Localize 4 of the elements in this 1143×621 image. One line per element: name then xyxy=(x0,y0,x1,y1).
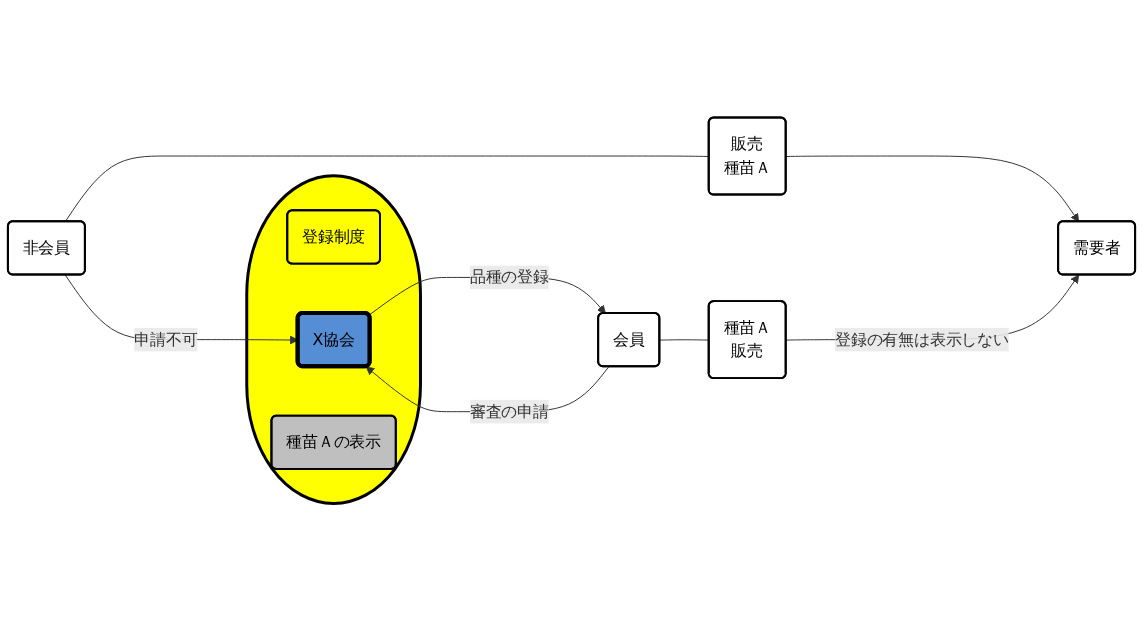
edge-label: 申請不可 xyxy=(134,329,198,349)
edge-label: 登録の有無は表示しない xyxy=(835,329,1009,349)
edge-label: 品種の登録 xyxy=(469,267,549,287)
edge-label: 審査の申請 xyxy=(469,401,549,421)
